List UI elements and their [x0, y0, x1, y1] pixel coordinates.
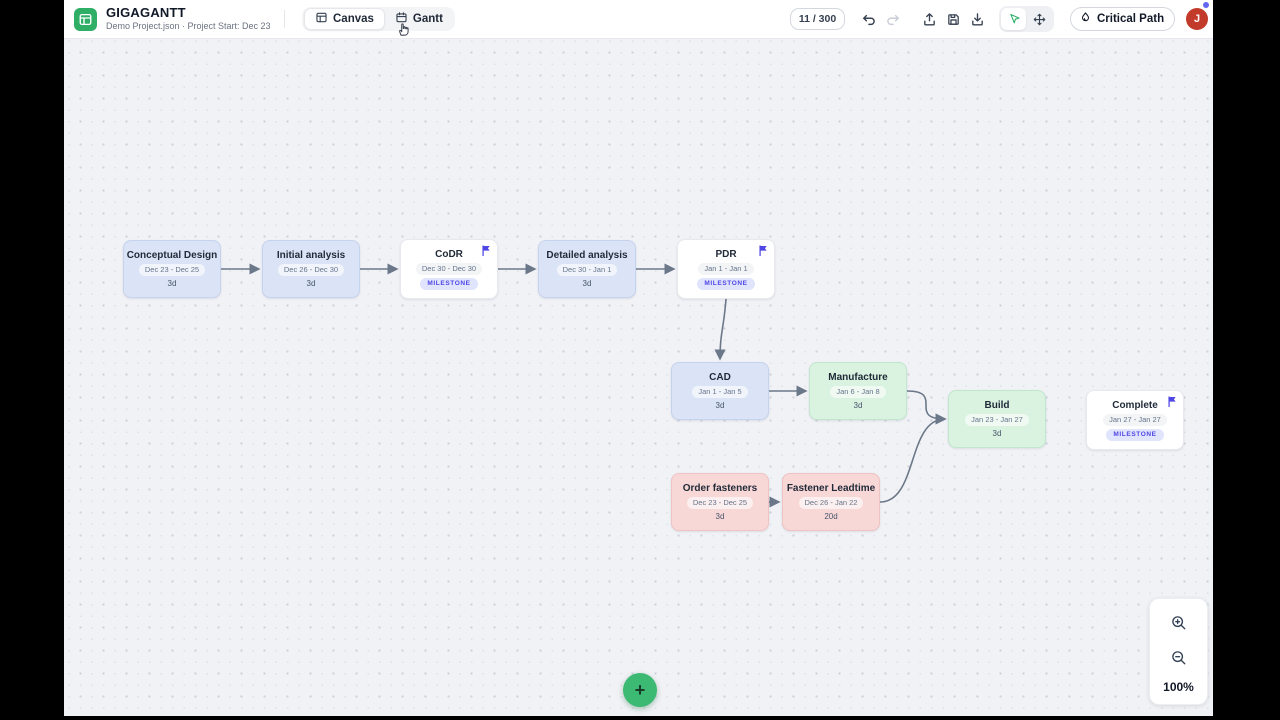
milestone-flag-icon — [482, 245, 490, 256]
task-title: Initial analysis — [276, 250, 346, 261]
dependency-edges — [221, 263, 947, 508]
task-title: CAD — [709, 372, 731, 383]
milestone-flag-icon — [1168, 396, 1176, 407]
task-dates: Dec 26 - Dec 30 — [277, 264, 345, 276]
task-duration: 3d — [306, 279, 316, 288]
task-dates: Jan 1 - Jan 1 — [698, 262, 754, 275]
task-dates: Dec 23 - Dec 25 — [138, 264, 206, 276]
zoom-level: 100% — [1163, 680, 1194, 694]
tab-canvas-label: Canvas — [333, 13, 374, 25]
zoom-out-button[interactable] — [1167, 646, 1191, 670]
save-button[interactable] — [943, 9, 963, 29]
header-divider — [284, 10, 285, 28]
header: GIGAGANTT Demo Project.json · Project St… — [64, 0, 1213, 39]
project-subtitle: Demo Project.json · Project Start: Dec 2… — [106, 21, 271, 31]
download-button[interactable] — [967, 9, 987, 29]
pointer-mode-toggle — [999, 6, 1054, 32]
select-tool-button[interactable] — [1001, 8, 1026, 30]
task-title: Conceptual Design — [126, 250, 218, 261]
task-dates: Jan 6 - Jan 8 — [830, 386, 886, 398]
task-dates: Jan 1 - Jan 5 — [692, 386, 748, 398]
node-counter-badge: 11 / 300 — [790, 8, 845, 30]
task-duration: 3d — [715, 512, 725, 521]
critical-path-label: Critical Path — [1097, 13, 1165, 25]
task-node-codr[interactable]: CoDR Dec 30 - Dec 30 MILESTONE — [400, 239, 498, 299]
upload-button[interactable] — [919, 9, 939, 29]
milestone-badge: MILESTONE — [1106, 428, 1164, 441]
task-node-cad[interactable]: CAD Jan 1 - Jan 5 3d — [671, 362, 769, 420]
tab-gantt-label: Gantt — [412, 13, 443, 25]
task-duration: 3d — [167, 279, 177, 288]
tab-canvas[interactable]: Canvas — [304, 8, 385, 30]
app-window: GIGAGANTT Demo Project.json · Project St… — [64, 0, 1213, 716]
task-title: Fastener Leadtime — [786, 483, 876, 494]
pan-tool-button[interactable] — [1026, 8, 1052, 30]
task-title: PDR — [715, 248, 737, 260]
task-duration: 3d — [582, 279, 592, 288]
task-title: Complete — [1112, 399, 1158, 411]
task-duration: 3d — [853, 401, 863, 410]
app-logo-icon — [74, 8, 97, 31]
task-title: Manufacture — [828, 372, 888, 383]
undo-button[interactable] — [858, 9, 878, 29]
milestone-badge: MILESTONE — [420, 277, 478, 290]
title-block: GIGAGANTT Demo Project.json · Project St… — [106, 5, 271, 32]
edge-manufacture-to-build[interactable] — [906, 390, 947, 425]
task-title: CoDR — [435, 248, 463, 260]
task-title: Order fasteners — [682, 483, 758, 494]
redo-button[interactable] — [883, 9, 903, 29]
calendar-icon — [395, 11, 408, 27]
task-title: Detailed analysis — [546, 250, 628, 261]
milestone-badge: MILESTONE — [697, 277, 755, 290]
zoom-controls: 100% — [1149, 598, 1208, 705]
zoom-in-button[interactable] — [1167, 611, 1191, 635]
task-duration: 3d — [992, 429, 1002, 438]
edge-fastener-leadtime-to-build[interactable] — [879, 413, 947, 503]
task-node-pdr[interactable]: PDR Jan 1 - Jan 1 MILESTONE — [677, 239, 775, 299]
flame-icon — [1079, 11, 1092, 27]
critical-path-button[interactable]: Critical Path — [1070, 7, 1176, 31]
task-duration: 20d — [824, 512, 838, 521]
task-dates: Dec 30 - Jan 1 — [556, 264, 618, 276]
task-title: Build — [984, 400, 1010, 411]
task-dates: Jan 23 - Jan 27 — [965, 414, 1029, 426]
user-avatar[interactable]: J — [1186, 8, 1208, 30]
task-dates: Dec 30 - Dec 30 — [415, 262, 483, 275]
edge-pdr-to-cad[interactable] — [714, 298, 727, 361]
task-dates: Jan 27 - Jan 27 — [1103, 413, 1167, 426]
task-dates: Dec 23 - Dec 25 — [686, 497, 754, 509]
notification-dot — [1203, 2, 1209, 8]
view-tabs: Canvas Gantt — [302, 7, 455, 31]
task-dates: Dec 26 - Jan 22 — [798, 497, 864, 509]
tab-gantt[interactable]: Gantt — [385, 9, 453, 29]
add-task-button[interactable]: + — [623, 673, 657, 707]
milestone-flag-icon — [759, 245, 767, 256]
task-duration: 3d — [715, 401, 725, 410]
mouse-cursor-hand — [396, 21, 411, 37]
app-title: GIGAGANTT — [106, 5, 186, 20]
canvas-icon — [315, 11, 328, 27]
